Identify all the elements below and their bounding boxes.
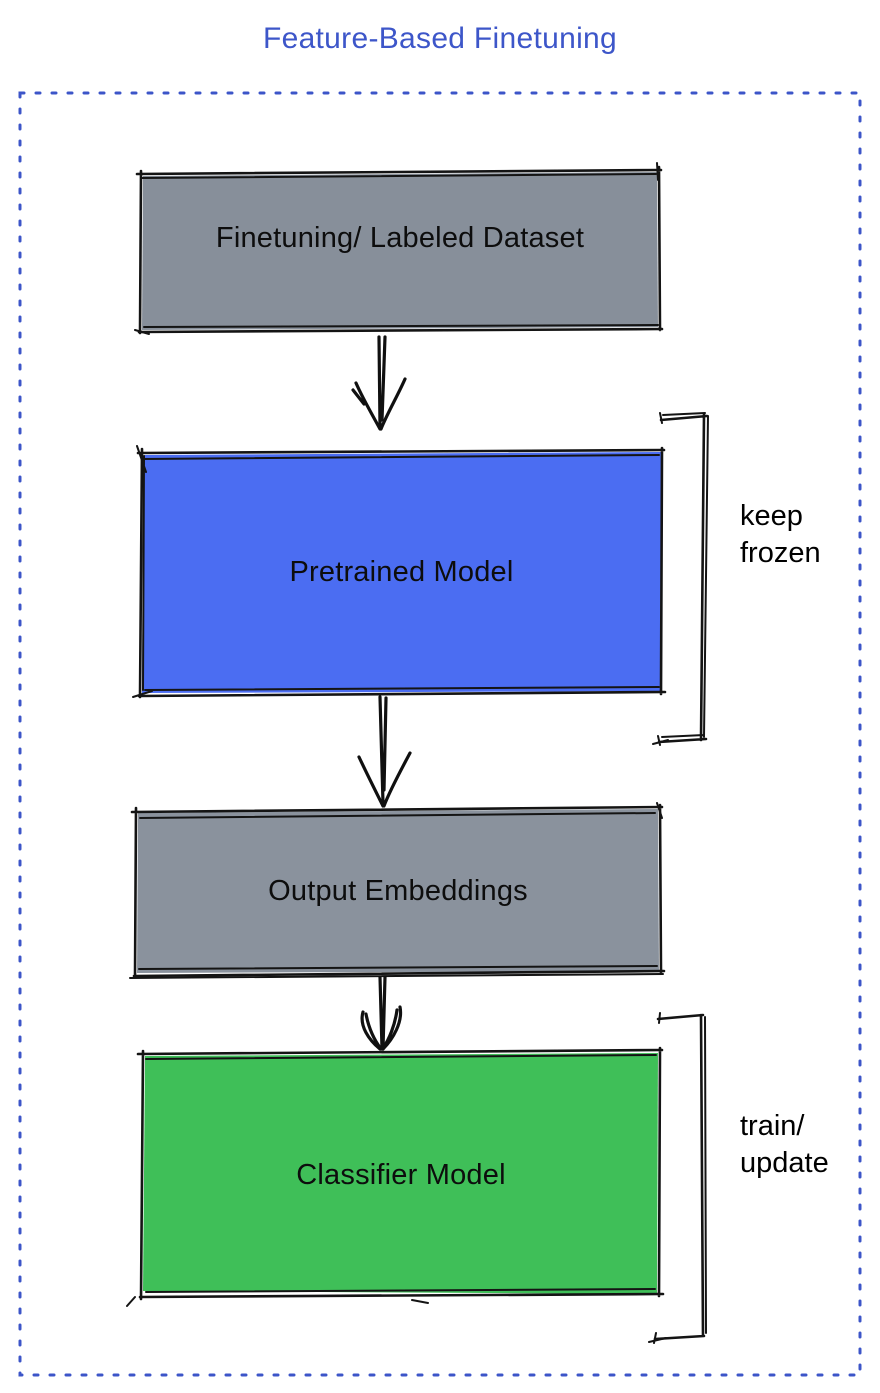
arrow-dataset-to-pretrained [351, 335, 407, 431]
arrow-embeddings-to-classifier [360, 975, 403, 1051]
node-classifier-model-label: Classifier Model [296, 1158, 506, 1191]
arrow-pretrained-to-embeddings [357, 695, 412, 808]
annotation-train-update: train/ update [740, 1110, 829, 1179]
node-output-embeddings-label: Output Embeddings [268, 875, 528, 907]
node-pretrained-model-label: Pretrained Model [289, 556, 514, 588]
node-finetuning-dataset-label: Finetuning/ Labeled Dataset [215, 221, 585, 254]
annotation-keep-frozen: keep frozen [740, 500, 821, 569]
diagram-title: Feature-Based Finetuning [262, 22, 618, 55]
